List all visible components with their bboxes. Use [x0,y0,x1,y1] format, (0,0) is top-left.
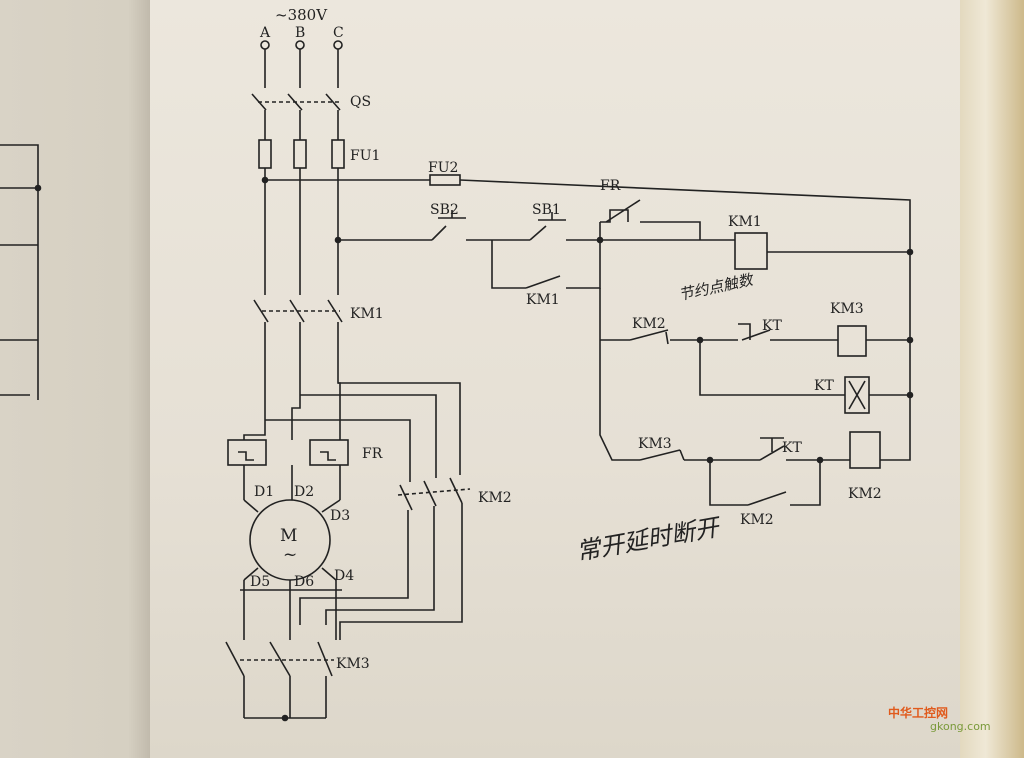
phase-c-label: C [333,25,344,41]
sb2-label: SB2 [430,202,459,218]
supply-voltage-label: ~380V [275,6,328,24]
qs-label: QS [350,94,371,110]
fr-relay-label: FR [362,446,383,462]
terminal-d3: D3 [330,508,350,524]
motor-label: M [280,526,297,546]
book-page [150,0,970,758]
terminal-d6: D6 [294,574,314,590]
fr-contact-label: FR [600,178,621,194]
motor-tilde: ~ [283,545,297,565]
km1-main-label: KM1 [350,306,384,322]
kt-nc-label: KT [762,318,782,334]
km2-coil-label: KM2 [848,486,882,502]
fu1-label: FU1 [350,148,380,164]
terminal-d1: D1 [254,484,274,500]
terminal-d5: D5 [250,574,270,590]
phase-b-label: B [295,25,305,41]
km3-nc-label: KM3 [638,436,672,452]
handwritten-note-upper: 节约点触数 [677,270,756,304]
fu2-label: FU2 [428,160,458,176]
km3-coil-label: KM3 [830,301,864,317]
watermark-brand: 中华工控网 [888,706,949,720]
km2-aux-label: KM2 [740,512,774,528]
terminal-d4: D4 [334,568,354,584]
watermark-domain: gkong.com [930,720,991,733]
km3-main-label: KM3 [336,656,370,672]
page-edge [960,0,1024,758]
km1-aux-label: KM1 [526,292,560,308]
terminal-d2: D2 [294,484,314,500]
handwritten-note-lower: 常开延时断开 [574,513,724,566]
km2-main-label: KM2 [478,490,512,506]
km2-nc-label: KM2 [632,316,666,332]
kt-coil-label: KT [814,378,834,394]
kt-no-label: KT [782,440,802,456]
sb1-label: SB1 [532,202,561,218]
km1-coil-label: KM1 [728,214,762,230]
phase-a-label: A [259,25,271,41]
left-page [0,0,160,758]
